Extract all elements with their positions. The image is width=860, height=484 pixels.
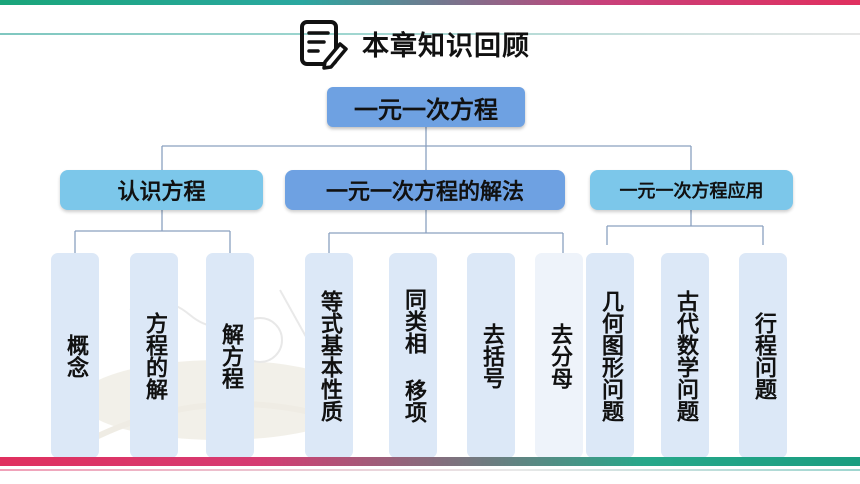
leaf-node-combine-transpose: 同类相 移项: [389, 253, 437, 458]
leaf-node-remove-brackets: 去括号: [467, 253, 515, 458]
leaf-node-geometry-problems: 几何图形问题: [586, 253, 634, 458]
leaf-node-equality-properties: 等式基本性质: [305, 253, 353, 458]
leaf-node-equation-solution: 方程的解: [130, 253, 178, 458]
footer-divider: [0, 469, 860, 471]
leaf-node-remove-denominators: 去分母: [535, 253, 583, 458]
root-node: 一元一次方程: [327, 87, 525, 127]
branch-node-solving-methods: 一元一次方程的解法: [285, 170, 565, 210]
leaf-node-travel-problems: 行程问题: [739, 253, 787, 458]
page-title: 本章知识回顾: [362, 31, 530, 62]
bottom-accent-bar: [0, 457, 860, 466]
notepad-pencil-icon: [300, 20, 348, 70]
header-divider: [0, 33, 860, 35]
top-accent-bar: [0, 0, 860, 5]
branch-node-recognize-equations: 认识方程: [60, 170, 263, 210]
leaf-node-concept: 概念: [51, 253, 99, 458]
branch-node-applications: 一元一次方程应用: [590, 170, 793, 210]
leaf-node-ancient-math-problems: 古代数学问题: [661, 253, 709, 458]
leaf-node-solve-equation: 解方程: [206, 253, 254, 458]
